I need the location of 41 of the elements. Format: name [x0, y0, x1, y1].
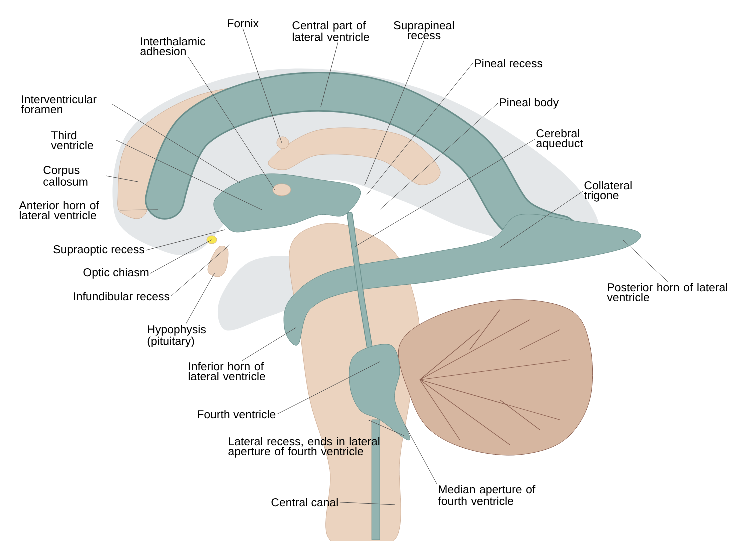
leader-line — [320, 42, 338, 108]
leader-line — [146, 230, 226, 251]
leader-line — [186, 272, 216, 324]
part-label: Central part of lateral ventricle — [292, 21, 370, 42]
part-label: Fourth ventricle — [198, 410, 276, 419]
part-label: Collateral trigone — [584, 181, 632, 202]
part-label: Posterior horn of lateral ventricle — [607, 283, 728, 302]
leader-line — [277, 362, 380, 415]
part-label: Pineal recess — [475, 59, 543, 68]
leader-line — [340, 502, 396, 506]
leader-line — [188, 56, 276, 190]
part-label: Interventricular foramen — [21, 95, 97, 114]
part-label: Inferior horn of lateral ventricle — [188, 362, 266, 381]
leader-line — [380, 103, 498, 210]
leader-line — [112, 104, 240, 184]
leader-line — [354, 139, 536, 248]
part-label: Fornix — [228, 19, 259, 28]
part-label: Pineal body — [500, 98, 560, 109]
part-label: Corpus callosum — [44, 166, 88, 186]
leader-line — [120, 210, 158, 211]
part-label: Anterior horn of lateral ventricle — [19, 201, 100, 220]
leader-line — [366, 63, 474, 196]
part-label: Median aperture of fourth ventricle — [438, 485, 536, 506]
leader-line — [404, 424, 438, 484]
part-label: Interthalamic adhesion — [140, 37, 206, 56]
leader-line — [500, 191, 584, 248]
part-label: Infundibular recess — [74, 292, 170, 301]
part-label: Cerebral aqueduct — [536, 129, 584, 150]
leader-line — [242, 328, 296, 362]
leader-line — [242, 28, 282, 144]
leader-line — [622, 240, 668, 282]
part-label: Third ventricle — [51, 131, 94, 150]
part-label: Suprapineal recess — [394, 21, 454, 40]
part-label: Hypophysis (pituitary) — [148, 325, 206, 348]
part-label: Optic chiasm — [84, 268, 149, 279]
leader-line — [364, 40, 424, 186]
leader-line — [170, 244, 230, 297]
part-label: Lateral recess, ends in lateral aperture of fourth ventricle — [228, 437, 380, 458]
part-label: Supraoptic recess — [54, 245, 144, 256]
leader-line — [150, 240, 212, 274]
part-label: Central canal — [272, 498, 338, 507]
